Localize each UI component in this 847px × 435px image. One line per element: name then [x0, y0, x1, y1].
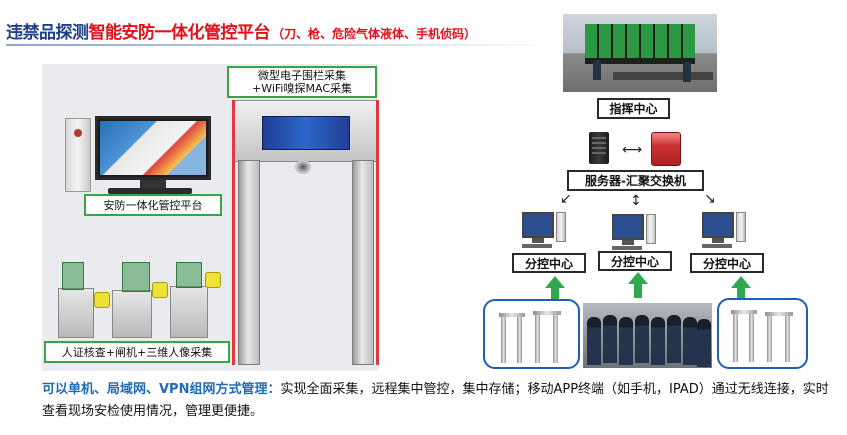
label-platform-text: 安防一体化管控平台	[103, 198, 203, 212]
guard-figure	[697, 319, 711, 367]
workstation-keyboard-2	[612, 246, 642, 250]
guard-figure	[619, 317, 633, 365]
detector-post	[733, 312, 738, 362]
switch-icon	[651, 132, 681, 166]
person-figure	[683, 62, 691, 82]
server-switch-box: 服务器-汇聚交换机	[567, 170, 704, 191]
workstation-keyboard-3	[702, 244, 732, 248]
command-center-photo	[563, 14, 717, 92]
server-switch-label: 服务器-汇聚交换机	[585, 174, 686, 188]
detector-post	[501, 315, 506, 363]
detector-post	[517, 315, 522, 363]
sub-center-label-1: 分控中心	[524, 256, 573, 271]
console-desk	[613, 72, 713, 80]
gate-top-1	[94, 292, 110, 308]
workstation-tower-2	[646, 214, 656, 244]
page-title: 违禁品探测 智能安防一体化管控平台 （刀、枪、危险气体液体、手机侦码）	[6, 18, 476, 44]
title-underline	[6, 44, 556, 46]
video-wall	[585, 24, 695, 58]
door-display-screen	[262, 116, 350, 150]
door-post-right	[352, 160, 374, 365]
detector-beam	[499, 313, 525, 317]
label-gates: 人证核查+闸机+三维人像采集	[44, 341, 230, 363]
door-rail-left	[232, 100, 235, 365]
detector-post	[535, 313, 540, 363]
door-post-left	[238, 160, 260, 365]
gate-body-3	[170, 286, 208, 338]
detector-post	[767, 314, 772, 362]
gate-glass-3	[176, 262, 202, 288]
pc-screen	[100, 121, 206, 175]
workstation-keyboard-1	[522, 244, 552, 248]
label-electronic-fence-text: 微型电子围栏采集 +WiFi嗅探MAC采集	[252, 69, 352, 95]
gate-glass-2	[122, 262, 150, 292]
detector-beam	[533, 311, 561, 315]
guard-figure	[651, 317, 665, 365]
detector-post	[785, 314, 790, 362]
camera-icon	[295, 160, 311, 174]
detector-post	[749, 312, 754, 362]
label-gates-text: 人证核查+闸机+三维人像采集	[61, 345, 213, 359]
sub-center-box-1: 分控中心	[512, 253, 586, 273]
sub-center-box-2: 分控中心	[598, 251, 672, 271]
label-platform: 安防一体化管控平台	[84, 194, 222, 216]
description-highlight: 可以单机、局域网、VPN组网方式管理：	[42, 382, 281, 397]
title-part-1: 违禁品探测	[6, 23, 89, 43]
label-electronic-fence: 微型电子围栏采集 +WiFi嗅探MAC采集	[227, 66, 377, 98]
pc-tower-image	[65, 118, 91, 192]
arrow-to-sub-3-icon: ↘	[704, 191, 716, 207]
bidirectional-arrow-icon: ⟷	[622, 142, 643, 158]
workstation-monitor-3	[702, 212, 734, 243]
gate-top-2	[152, 282, 168, 298]
guard-figure	[635, 315, 649, 363]
guard-figure	[667, 315, 681, 363]
arrow-up-icon	[545, 276, 565, 300]
door-rail-right	[376, 100, 379, 365]
security-guards-photo	[583, 303, 712, 368]
workstation-monitor-2	[612, 214, 644, 245]
sub-center-box-3: 分控中心	[690, 253, 764, 273]
title-part-2: 智能安防一体化管控平台	[88, 23, 271, 43]
detectors-box-right	[717, 298, 808, 369]
sub-center-label-2: 分控中心	[610, 254, 659, 269]
description-body: 实现全面采集，远程集中管控，集中存储；移动APP终端（如手机，IPAD）通过无线…	[42, 382, 829, 419]
gate-body-2	[112, 290, 152, 338]
arrow-up-icon	[628, 272, 648, 298]
gate-top-3	[205, 272, 221, 288]
person-figure	[593, 60, 601, 80]
title-part-3: （刀、枪、危险气体液体、手机侦码）	[272, 27, 477, 41]
arrow-to-sub-1-icon: ↙	[560, 191, 572, 207]
detector-beam	[765, 312, 793, 316]
pc-stand	[140, 180, 166, 188]
gate-body-1	[58, 288, 94, 338]
guard-figure	[683, 317, 697, 365]
pc-monitor-image	[95, 116, 211, 180]
guard-figure	[587, 317, 601, 365]
server-icon	[589, 132, 609, 164]
description-text: 可以单机、局域网、VPN组网方式管理：实现全面采集，远程集中管控，集中存储；移动…	[42, 379, 832, 423]
detectors-box-left	[483, 299, 580, 369]
workstation-tower-1	[556, 212, 566, 242]
workstation-tower-3	[736, 212, 746, 242]
detector-beam	[731, 310, 757, 314]
gate-glass-1	[62, 262, 84, 290]
detector-post	[553, 313, 558, 363]
arrow-to-sub-2-icon: ↕	[630, 193, 642, 209]
guard-figure	[603, 315, 617, 363]
arrow-up-icon	[731, 276, 751, 300]
command-center-box: 指挥中心	[597, 98, 670, 119]
command-center-label: 指挥中心	[609, 102, 658, 116]
pc-keyboard	[108, 188, 192, 194]
video-wall-base	[585, 58, 695, 64]
sub-center-label-3: 分控中心	[702, 256, 751, 271]
workstation-monitor-1	[522, 212, 554, 243]
